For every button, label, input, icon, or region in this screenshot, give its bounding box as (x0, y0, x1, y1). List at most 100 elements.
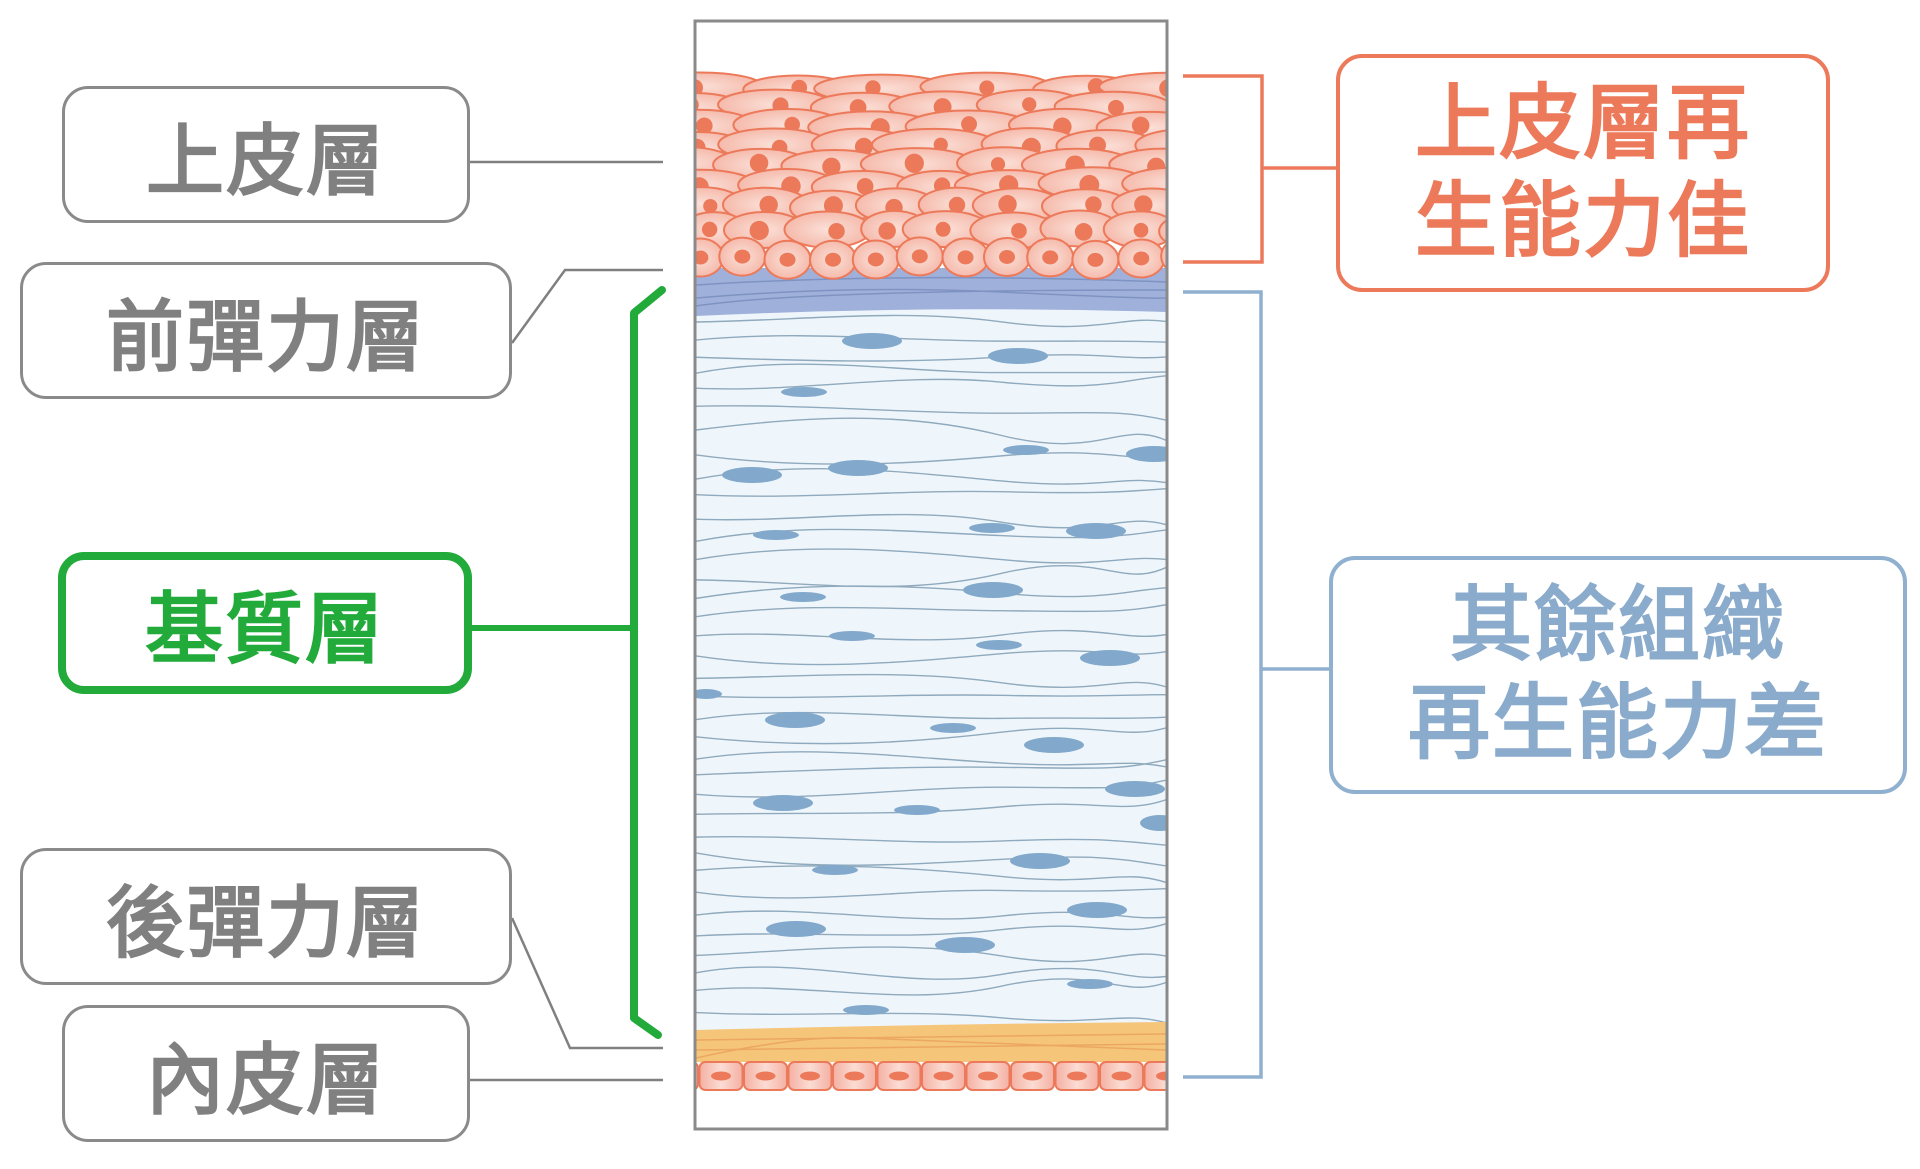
epithelial-nucleus (1085, 196, 1102, 213)
keratocyte (753, 530, 799, 540)
collagen-fiber (696, 452, 1166, 465)
endothelial-nucleus (711, 1071, 731, 1081)
keratocyte (988, 348, 1048, 364)
keratocyte (766, 921, 826, 937)
collagen-fiber (696, 405, 1166, 421)
epithelial-nucleus (998, 195, 1017, 214)
endothelial-nucleus (1022, 1071, 1043, 1081)
keratocyte (935, 937, 995, 953)
collagen-fiber (696, 629, 1166, 641)
epithelial-nucleus (856, 177, 874, 195)
keratocyte (753, 795, 813, 811)
note-other-tissue-regeneration: 其餘組織 再生能力差 (1329, 556, 1907, 794)
label-endothelium-text: 內皮層 (145, 1035, 386, 1126)
epithelial-nucleus (759, 195, 778, 215)
epithelial-nucleus (878, 222, 896, 240)
collagen-fiber (696, 363, 1166, 374)
collagen-fiber (696, 314, 1166, 328)
tissue-frame (693, 19, 1169, 1131)
keratocyte (1024, 737, 1084, 753)
epithelial-nucleus (1131, 116, 1150, 135)
collagen-fiber (696, 513, 1166, 529)
label-epithelium-text: 上皮層 (145, 116, 386, 207)
keratocyte (969, 523, 1015, 533)
endothelial-nucleus (1156, 1071, 1166, 1081)
epithelial-nucleus (1171, 176, 1186, 191)
note-epithelium-line2: 生能力佳 (1414, 174, 1751, 269)
keratocyte (1080, 650, 1140, 666)
bowman-fiber (696, 289, 1166, 307)
collagen-fiber (696, 375, 1166, 390)
basal-nucleus (734, 249, 751, 264)
collagen-fiber (696, 835, 1166, 846)
epithelial-nucleus (1134, 195, 1153, 214)
label-stroma: 基質層 (58, 552, 472, 694)
basal-nucleus (1042, 250, 1059, 265)
keratocyte (1066, 523, 1126, 539)
epithelial-nucleus (823, 196, 843, 216)
collagen-fiber (696, 978, 1166, 996)
collagen-fiber (696, 910, 1166, 920)
epithelium-bracket (1183, 74, 1264, 264)
epithelial-nucleus (822, 157, 841, 176)
epithelial-nucleus (1011, 223, 1027, 239)
stroma-fibers (696, 314, 1166, 1024)
keratocyte (722, 467, 782, 483)
keratocyte (894, 805, 940, 815)
epithelium-layer (696, 71, 1209, 280)
epithelial-nucleus (1192, 222, 1209, 239)
keratocyte (930, 723, 976, 733)
label-epithelium: 上皮層 (62, 86, 470, 223)
basal-nucleus (1087, 252, 1104, 267)
keratocyte (780, 592, 826, 602)
keratocyte (812, 865, 858, 875)
collagen-fiber (696, 727, 1166, 745)
keratocyte (829, 631, 875, 641)
endothelial-nucleus (1111, 1071, 1132, 1081)
endothelial-nucleus (755, 1071, 776, 1081)
basal-cell (1160, 243, 1166, 270)
endothelial-nucleus (978, 1071, 998, 1081)
collagen-fiber (696, 887, 1166, 899)
endothelial-nucleus (889, 1071, 909, 1081)
endothelial-cell (1143, 1061, 1166, 1091)
epithelial-nucleus (749, 153, 769, 173)
endothelial-nucleus (800, 1071, 820, 1081)
endothelial-nucleus (933, 1071, 954, 1081)
epithelial-nucleus (1108, 99, 1124, 116)
connector-descemet (510, 917, 663, 1050)
endothelial-cell (696, 1062, 699, 1090)
keratocyte (1003, 445, 1049, 455)
collagen-fiber (696, 799, 1166, 815)
collagen-fiber (696, 548, 1166, 564)
epithelial-nucleus (696, 117, 713, 135)
basal-nucleus (1133, 251, 1150, 266)
endothelial-nucleus (1067, 1071, 1087, 1081)
label-stroma-text: 基質層 (144, 585, 385, 675)
epithelial-cell (1158, 219, 1166, 244)
basal-nucleus (779, 252, 796, 267)
keratocyte (696, 689, 722, 699)
other-tissue-bracket (1183, 290, 1263, 1079)
collagen-fiber (696, 487, 1166, 497)
descemet-layer (696, 1022, 1166, 1062)
keratocyte (843, 1005, 889, 1015)
collagen-fiber (696, 966, 1166, 980)
basal-nucleus (911, 249, 928, 264)
label-bowman: 前彈力層 (20, 262, 512, 399)
basal-nucleus (957, 250, 974, 265)
epithelial-nucleus (904, 153, 924, 173)
epithelial-nucleus (979, 80, 995, 96)
keratocyte (765, 712, 825, 728)
keratocyte (1126, 446, 1166, 462)
collagen-fiber (696, 673, 1166, 688)
keratocyte (976, 640, 1022, 650)
keratocyte (842, 333, 902, 349)
collagen-fiber (696, 852, 1166, 867)
keratocyte (1067, 979, 1113, 989)
epithelial-nucleus (1133, 222, 1149, 238)
collagen-fiber (696, 354, 1166, 362)
keratocyte (963, 582, 1023, 598)
note-epithelium-regeneration: 上皮層再 生能力佳 (1336, 54, 1830, 292)
